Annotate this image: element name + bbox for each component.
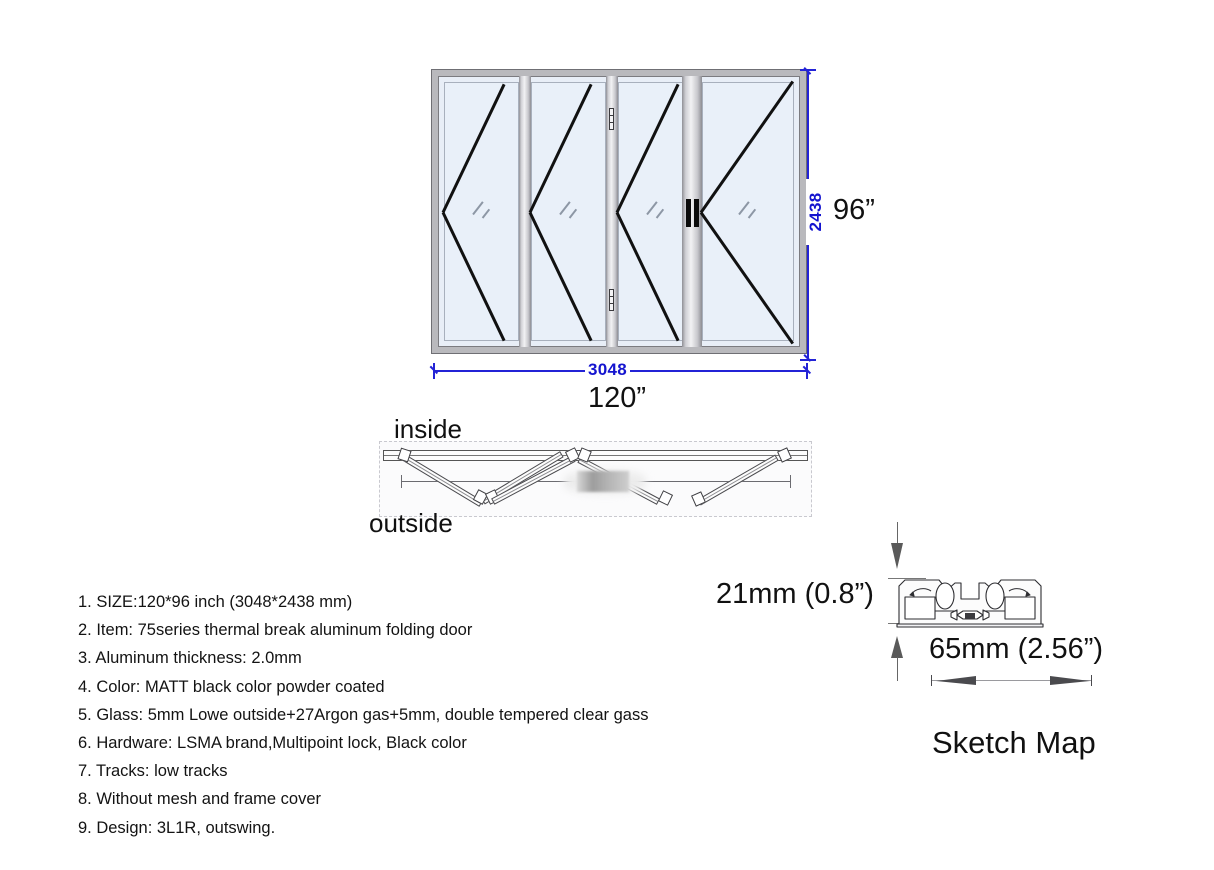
spec-item: 5. Glass: 5mm Lowe outside+27Argon gas+5… <box>78 705 649 724</box>
spec-item: 2. Item: 75series thermal break aluminum… <box>78 621 473 640</box>
spec-item: 1. SIZE:120*96 inch (3048*2438 mm) <box>78 593 353 611</box>
specification-list: 1. SIZE:120*96 inch (3048*2438 mm) 2. It… <box>78 588 778 842</box>
glass-pane-1 <box>444 82 519 341</box>
spec-item: 3. Aluminum thickness: 2.0mm <box>78 649 302 668</box>
height-arrow-top-line <box>897 522 899 546</box>
spec-item: 8. Without mesh and frame cover <box>78 790 322 809</box>
glass-pane-4 <box>702 82 794 341</box>
height-dimension-inch: 96” <box>833 194 875 226</box>
spec-item: 7. Tracks: low tracks <box>78 762 228 781</box>
plan-redacted-label <box>577 471 629 492</box>
width-dimension-inch: 120” <box>588 382 647 414</box>
hinge-mark-upper <box>609 108 614 130</box>
width-dimension-mm: 3048 <box>585 360 631 380</box>
sketch-map-title: Sketch Map <box>932 725 1096 760</box>
width-dimension-line <box>932 680 1092 682</box>
door-elevation-drawing <box>431 69 807 354</box>
meeting-stile <box>682 76 702 347</box>
spec-item: 6. Hardware: LSMA brand,Multipoint lock,… <box>78 734 467 753</box>
profile-height-label: 21mm (0.8”) <box>716 578 874 610</box>
panel-stile-2 <box>606 76 618 347</box>
glass-pane-3 <box>618 82 694 341</box>
height-dimension: 2438 96” <box>795 62 905 362</box>
width-dimension-tick-left <box>931 675 933 686</box>
width-dimension: 3048 120” <box>425 355 815 415</box>
door-plan-view <box>379 441 812 517</box>
spec-item: 4. Color: MATT black color powder coated <box>78 677 385 696</box>
plan-track-rail <box>383 450 808 461</box>
hinge-mark-lower <box>609 289 614 311</box>
track-profile-cross-section <box>896 579 1044 628</box>
panel-stile-1 <box>519 76 531 347</box>
sketch-map-section: 21mm (0.8”) 65mm (2.56”) Sketch Map <box>700 520 1200 770</box>
plan-inside-label: inside <box>394 414 462 444</box>
height-arrow-bottom-head-icon <box>891 636 903 658</box>
door-handle-left[interactable] <box>686 199 691 227</box>
glass-pane-2 <box>531 82 606 341</box>
width-dimension-arrows-icon <box>936 676 1090 685</box>
height-arrow-top-head-icon <box>891 543 903 569</box>
height-arrow-bottom-line <box>897 657 899 681</box>
extension-line-top <box>888 578 926 579</box>
spec-item: 9. Design: 3L1R, outswing. <box>78 818 276 837</box>
plan-outside-label: outside <box>369 508 453 538</box>
profile-width-label: 65mm (2.56”) <box>929 633 1104 665</box>
door-handle-right[interactable] <box>694 199 699 227</box>
width-dimension-tick-right <box>1091 675 1093 686</box>
height-dimension-mm: 2438 <box>806 179 826 245</box>
